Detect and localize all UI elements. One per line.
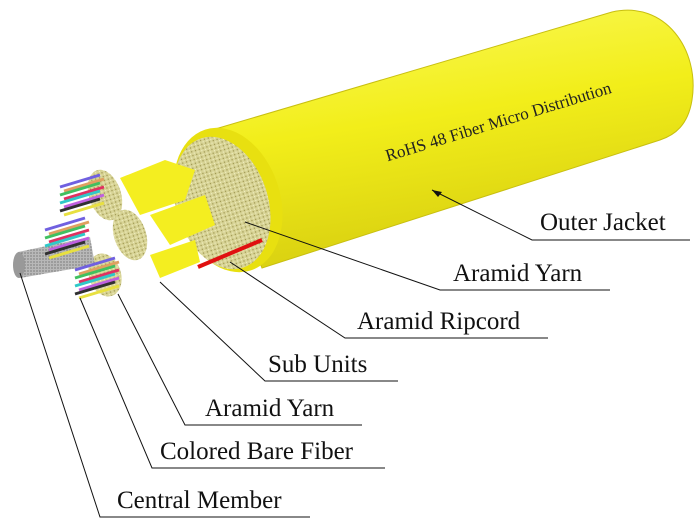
fiber-2-5 <box>78 276 120 292</box>
fiber-1-5 <box>48 236 90 252</box>
fiber-1-4 <box>44 232 86 248</box>
fiber-0-0 <box>59 173 101 189</box>
fiber-0-7 <box>63 201 105 217</box>
fiber-2-1 <box>78 260 120 276</box>
fiber-2-6 <box>74 280 116 296</box>
fiber-0-5 <box>63 193 105 209</box>
fiber-2-0 <box>74 256 116 272</box>
aramid-yarn-core <box>173 136 271 270</box>
fiber-1-6 <box>44 240 86 256</box>
outer-jacket <box>204 9 694 269</box>
fiber-2-4 <box>74 272 116 288</box>
label-sub-units: Sub Units <box>268 351 368 378</box>
fiber-2-7 <box>78 284 120 300</box>
fiber-0-3 <box>63 185 105 201</box>
fiber-1-1 <box>48 220 90 236</box>
label-aramid-ripcord: Aramid Ripcord <box>357 308 521 335</box>
fiber-0-4 <box>59 189 101 205</box>
label-outer-jacket: Outer Jacket <box>540 209 666 236</box>
label-central-member: Central Member <box>117 487 282 514</box>
fiber-2-2 <box>74 264 116 280</box>
aramid-ripcord <box>197 238 263 269</box>
label-aramid-yarn-inner: Aramid Yarn <box>205 395 335 422</box>
fiber-1-2 <box>44 224 86 240</box>
central-member-end <box>13 252 25 278</box>
fiber-0-2 <box>59 181 101 197</box>
fiber-2-3 <box>78 268 120 284</box>
central-member <box>18 237 95 278</box>
leader-lines <box>19 189 690 518</box>
fiber-1-3 <box>48 228 90 244</box>
fiber-1-7 <box>48 244 90 260</box>
colored-bare-fibers <box>44 173 120 300</box>
fiber-0-6 <box>59 197 101 213</box>
label-aramid-yarn-outer: Aramid Yarn <box>453 260 583 287</box>
fiber-0-1 <box>63 177 105 193</box>
fiber-1-0 <box>44 216 86 232</box>
label-colored-bare-fiber: Colored Bare Fiber <box>160 438 354 465</box>
